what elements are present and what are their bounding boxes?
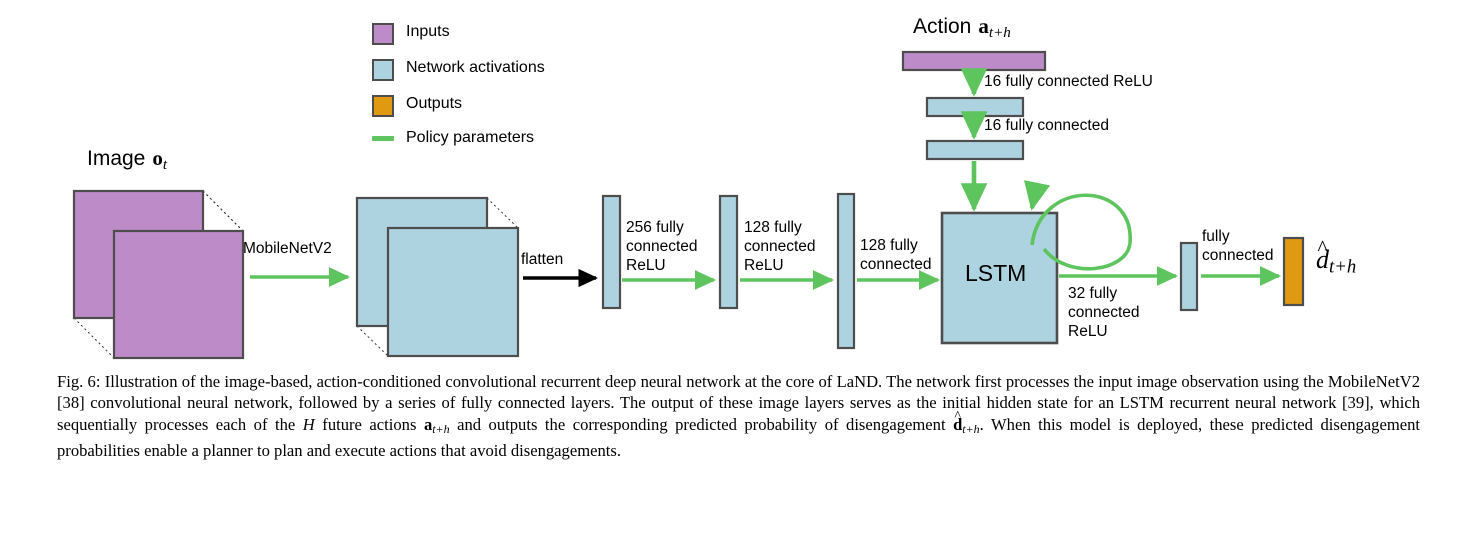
fc-bar-32 [1179, 241, 1199, 312]
input-image-subscript: t [162, 156, 168, 173]
input-image-stack [72, 189, 245, 360]
caption-math-d: d [953, 414, 963, 434]
fc-bar-128-relu [718, 194, 739, 310]
output-label: ^dt+h [1316, 235, 1357, 280]
caption-part1: Illustration of the image-based, action-… [57, 372, 1420, 434]
legend-label-policy-parameters: Policy parameters [406, 129, 535, 146]
fc-out-label: fully connected [1202, 228, 1274, 264]
action-hidden-bar-1 [925, 96, 1025, 118]
input-image-front-plane [112, 229, 245, 360]
caption-d-hat-accent: ^ [954, 408, 961, 425]
action-fc16-relu-label: 16 fully connected ReLU [984, 73, 1153, 90]
figure-caption: Fig. 6: Illustration of the image-based,… [57, 371, 1420, 461]
input-image-label-text: Image [87, 147, 146, 170]
fc-bar-128 [836, 192, 856, 350]
fc-256-label: 256 fully connected ReLU [626, 219, 698, 274]
action-hidden-bar-2 [925, 139, 1025, 161]
action-input-symbol: a [978, 14, 989, 38]
legend-swatch-network-activations [372, 59, 394, 81]
flatten-label: flatten [521, 251, 564, 268]
mobilenet-label: MobileNetV2 [243, 240, 332, 257]
caption-part2: future actions [314, 414, 424, 434]
fc-128-label: 128 fully connected [860, 237, 932, 273]
legend-label-network-activations: Network activations [406, 59, 545, 76]
action-input-bar [901, 50, 1047, 72]
action-input-label-text: Action [913, 15, 972, 38]
caption-math-a-sub: t+h [432, 421, 450, 436]
caption-math-d-sub: t+h [962, 421, 980, 436]
caption-math-H: H [302, 414, 315, 434]
legend-label-outputs: Outputs [406, 95, 463, 112]
output-subscript: t+h [1329, 256, 1357, 278]
fc-32-label: 32 fully connected ReLU [1068, 285, 1140, 340]
legend-swatch-outputs [372, 95, 394, 117]
conv-activation-front-plane [386, 226, 520, 358]
legend-line-policy-parameters [372, 136, 394, 141]
output-symbol: d [1316, 245, 1329, 274]
lstm-label: LSTM [965, 260, 1027, 286]
caption-prefix: Fig. 6: [57, 372, 101, 391]
conv-activation-stack [355, 196, 520, 358]
action-input-subscript: t+h [988, 24, 1011, 41]
caption-math-a: a [423, 414, 433, 434]
input-image-symbol: o [152, 146, 163, 170]
fc-bar-256 [601, 194, 622, 310]
output-bar [1282, 236, 1305, 307]
lstm-recurrent-arrowhead [1023, 180, 1051, 211]
lstm-box [940, 211, 1059, 345]
legend-label-inputs: Inputs [406, 23, 450, 40]
caption-part4: . When this model is deployed, these pre… [57, 414, 1421, 460]
output-hat-accent: ^ [1317, 234, 1328, 260]
fc-128-relu-label: 128 fully connected ReLU [744, 219, 816, 274]
legend-swatch-inputs [372, 23, 394, 45]
lstm-recurrent-loop [1030, 193, 1132, 271]
action-fc16-label: 16 fully connected [984, 117, 1109, 134]
caption-part3: and outputs the corresponding predicted … [449, 414, 954, 434]
network-diagram [72, 50, 1305, 360]
